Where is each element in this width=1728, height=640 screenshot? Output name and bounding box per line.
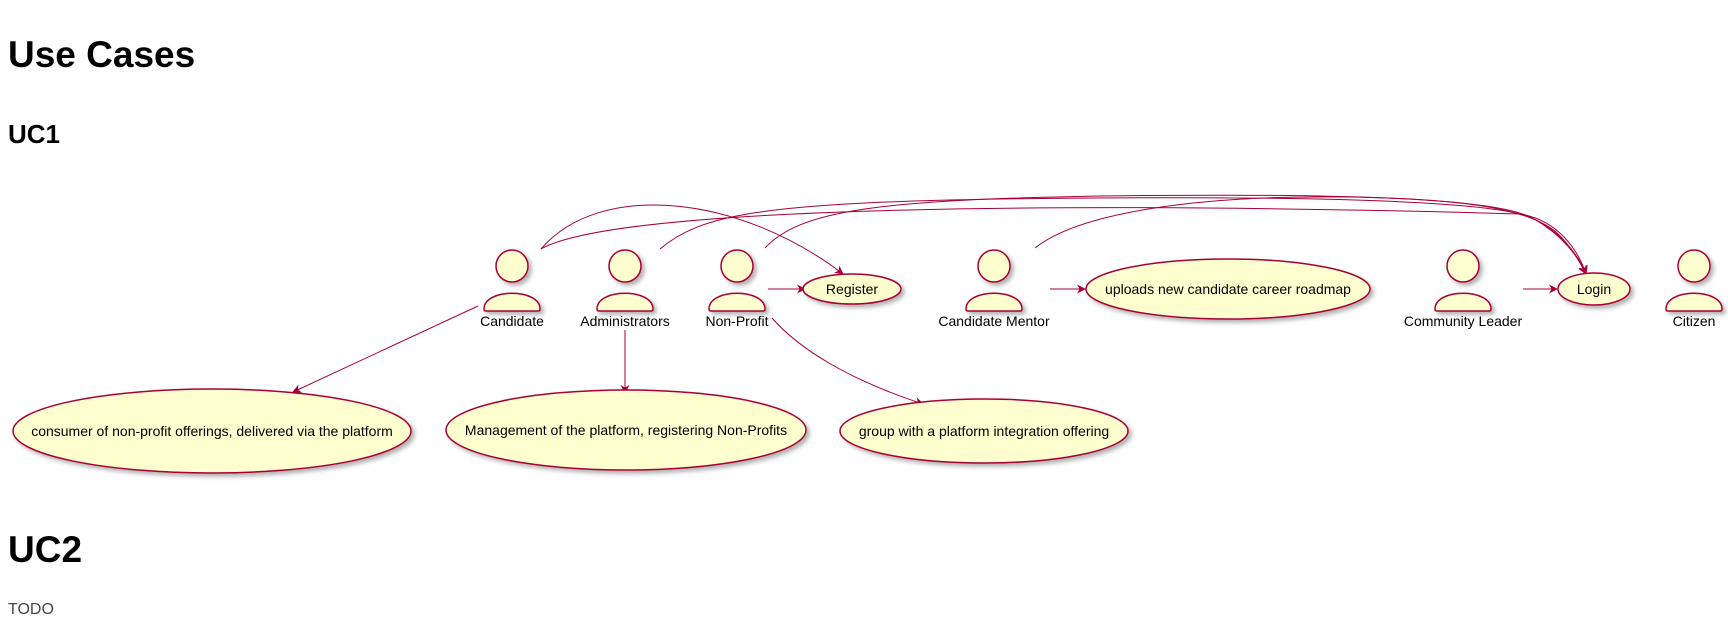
page-title: Use Cases [8,34,196,75]
actor-label-nonprofit: Non-Profit [705,313,768,329]
use-case-diagram: Candidate Administrators Non-Profit Cand… [12,194,1723,474]
relation-mentor-login [1034,196,1587,275]
usecase-register-ellipse [802,273,902,305]
relation-candidate-login [540,207,1588,275]
actor-label-citizen: Citizen [1673,313,1716,329]
usecase-roadmap-ellipse [1085,258,1371,320]
uc2-body-text: TODO [8,601,54,618]
uc1-heading: UC1 [8,119,61,149]
actor-community-leader [1434,249,1492,312]
usecase-group-ellipse [839,398,1129,464]
actor-candidate-mentor [965,249,1023,312]
usecase-group-label: group with a platform integration offeri… [859,423,1109,439]
actor-label-candidate-mentor: Candidate Mentor [938,313,1050,329]
usecase-consumer-label: consumer of non-profit offerings, delive… [31,423,393,439]
usecase-management-ellipse [445,389,807,471]
usecase-register-label: Register [826,281,878,297]
usecase-login-ellipse [1557,272,1631,306]
actor-label-administrators: Administrators [580,313,669,329]
actor-nonprofit [708,249,766,312]
actor-label-community-leader: Community Leader [1404,313,1523,329]
actor-candidate [483,249,541,312]
relation-candidate-register [540,204,844,275]
usecase-login-label: Login [1577,281,1611,297]
usecase-roadmap-label: uploads new candidate career roadmap [1105,281,1351,297]
actor-label-candidate: Candidate [480,313,544,329]
usecase-consumer-ellipse [12,388,412,474]
relation-candidate-consumer [292,305,479,393]
uc2-heading: UC2 [8,529,83,570]
actor-administrators [596,249,654,312]
relation-nonprofit-group [771,317,924,406]
actor-citizen [1665,249,1723,312]
usecase-management-label: Management of the platform, registering … [465,422,787,438]
relation-nonprofit-login [764,194,1587,275]
